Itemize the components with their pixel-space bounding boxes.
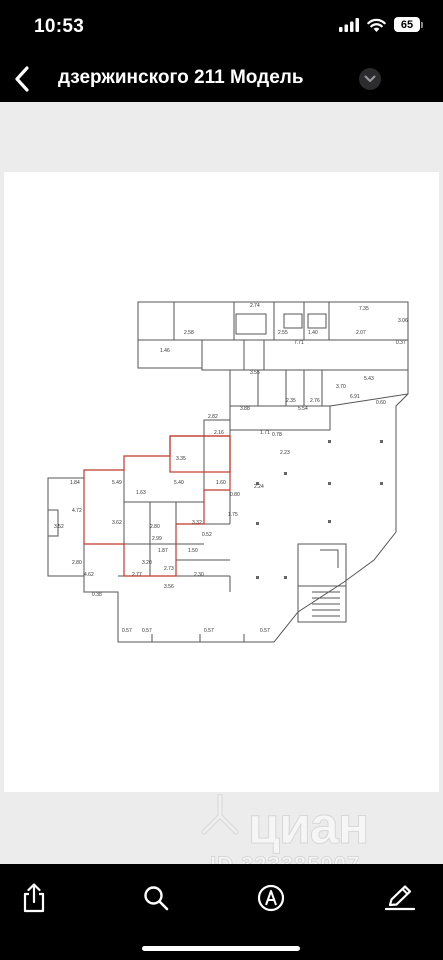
dimension-label: 3.55 <box>250 370 260 376</box>
nav-bar: дзержинского 211 Модель <box>0 56 443 102</box>
dimension-label: 5.49 <box>112 480 122 486</box>
floor-plan-drawing: 7.35 2.74 2.58 1.46 7.71 2.55 1.40 2.07 … <box>47 301 409 643</box>
dimension-label: 0.37 <box>396 340 406 346</box>
wifi-icon <box>367 18 386 32</box>
signal-icon <box>339 17 359 32</box>
dimension-label: 0.57 <box>142 628 152 634</box>
dimension-label: 2.35 <box>286 398 296 404</box>
dimension-label: 3.52 <box>54 524 64 530</box>
back-button[interactable] <box>4 60 40 98</box>
dimension-label: 3.35 <box>176 456 186 462</box>
document-title[interactable]: дзержинского 211 Модель <box>58 67 304 88</box>
document-viewer[interactable]: 7.35 2.74 2.58 1.46 7.71 2.55 1.40 2.07 … <box>0 102 443 878</box>
dimension-label: 2.76 <box>310 398 320 404</box>
battery-level: 65 <box>394 17 420 32</box>
dimension-label: 2.77 <box>132 572 142 578</box>
dimension-label: 1.75 <box>228 512 238 518</box>
dimension-label: 5.54 <box>298 406 308 412</box>
share-icon <box>23 883 45 913</box>
home-indicator[interactable] <box>142 946 300 951</box>
dimension-label: 0.57 <box>122 628 132 634</box>
dimension-label: 2.16 <box>214 430 224 436</box>
dimension-label: 0.57 <box>204 628 214 634</box>
battery-icon: 65 <box>394 17 423 32</box>
dimension-label: 4.72 <box>72 508 82 514</box>
edit-pencil-icon <box>384 885 416 911</box>
dimension-label: 3.62 <box>112 520 122 526</box>
dimension-label: 2.73 <box>164 566 174 572</box>
floor-plan-page[interactable]: 7.35 2.74 2.58 1.46 7.71 2.55 1.40 2.07 … <box>4 172 439 792</box>
dimension-label: 0.52 <box>202 532 212 538</box>
chevron-down-icon <box>364 75 376 82</box>
search-button[interactable] <box>136 878 176 918</box>
cian-logo-icon <box>201 794 239 835</box>
markup-button[interactable] <box>251 878 291 918</box>
title-menu-button[interactable] <box>359 68 381 90</box>
dimension-label: 1.63 <box>136 490 146 496</box>
dimension-label: 7.71 <box>294 340 304 346</box>
dimension-label: 0.78 <box>272 432 282 438</box>
status-time: 10:53 <box>34 16 85 37</box>
dimension-label: 2.58 <box>184 330 194 336</box>
dimension-label: 2.99 <box>152 536 162 542</box>
dimension-label: 0.57 <box>260 628 270 634</box>
dimension-label: 3.88 <box>240 406 250 412</box>
dimension-label: 2.80 <box>150 524 160 530</box>
dimension-label: 1.60 <box>216 480 226 486</box>
dimension-label: 3.06 <box>398 318 408 324</box>
dimension-label: 3.32 <box>192 520 202 526</box>
share-button[interactable] <box>14 878 54 918</box>
dimension-label: 1.46 <box>160 348 170 354</box>
plan-highlight <box>83 435 231 577</box>
search-icon <box>144 886 169 911</box>
dimension-label: 1.71 <box>260 430 270 436</box>
dimension-label: 1.87 <box>158 548 168 554</box>
bottom-toolbar <box>0 864 443 960</box>
dimension-label: 6.91 <box>350 394 360 400</box>
dimension-label: 2.80 <box>72 560 82 566</box>
dimension-label: 3.56 <box>164 584 174 590</box>
chevron-left-icon <box>15 66 29 92</box>
plan-columns <box>256 440 383 579</box>
plan-dimension-labels: 7.35 2.74 2.58 1.46 7.71 2.55 1.40 2.07 … <box>54 303 408 634</box>
dimension-label: 1.84 <box>70 480 80 486</box>
dimension-label: 2.23 <box>280 450 290 456</box>
edit-button[interactable] <box>380 878 420 918</box>
status-bar: 10:53 65 <box>0 0 443 56</box>
dimension-label: 5.43 <box>364 376 374 382</box>
dimension-label: 3.70 <box>336 384 346 390</box>
dimension-label: 2.07 <box>356 330 366 336</box>
dimension-label: 2.74 <box>250 303 260 309</box>
dimension-label: 7.35 <box>359 306 369 312</box>
markup-pen-icon <box>257 884 285 912</box>
dimension-label: 0.38 <box>92 592 102 598</box>
watermark-brand: циан <box>247 797 369 856</box>
status-icons: 65 <box>339 17 423 32</box>
dimension-label: 3.20 <box>142 560 152 566</box>
dimension-label: 1.40 <box>308 330 318 336</box>
dimension-label: 0.60 <box>376 400 386 406</box>
dimension-label: 2.24 <box>254 484 264 490</box>
dimension-label: 2.82 <box>208 414 218 420</box>
dimension-label: 0.80 <box>230 492 240 498</box>
dimension-label: 2.55 <box>278 330 288 336</box>
dimension-label: 4.62 <box>84 572 94 578</box>
dimension-label: 2.30 <box>194 572 204 578</box>
dimension-label: 5.40 <box>174 480 184 486</box>
dimension-label: 1.50 <box>188 548 198 554</box>
